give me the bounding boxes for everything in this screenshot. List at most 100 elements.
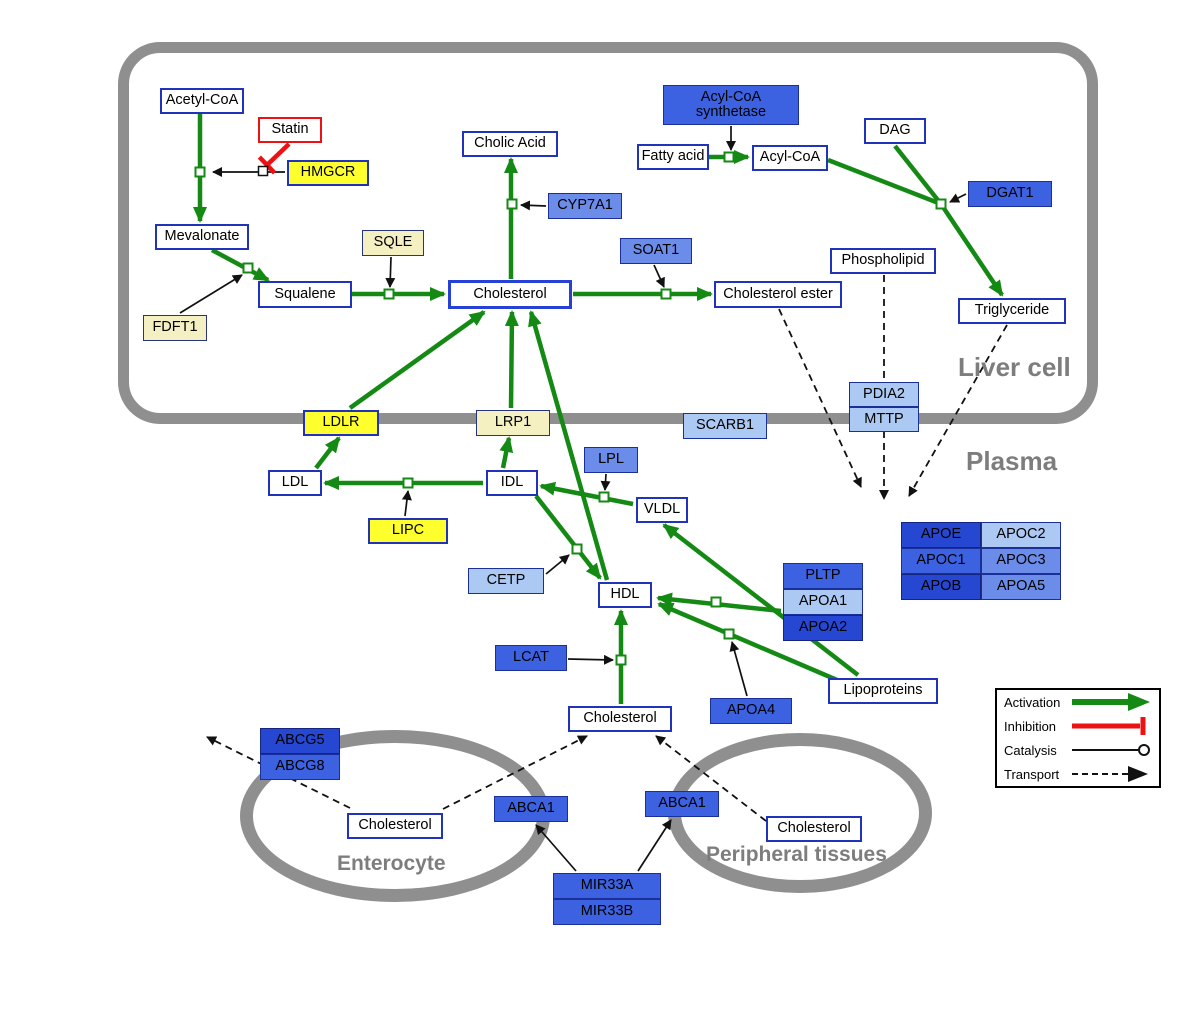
- node-mir33b[interactable]: MIR33B: [553, 899, 661, 925]
- catalysis-edge-34: [637, 819, 672, 872]
- node-apoa2[interactable]: APOA2: [783, 615, 863, 641]
- reaction-node-12: [723, 628, 735, 640]
- node-hmgcr[interactable]: HMGCR: [287, 160, 369, 186]
- node-sqle[interactable]: SQLE: [362, 230, 424, 256]
- catalysis-edge-32: [729, 641, 748, 697]
- legend-label-inhibition: Inhibition: [1004, 718, 1057, 734]
- enterocyte-label: Enterocyte: [337, 852, 446, 875]
- reaction-node-2: [383, 288, 395, 300]
- node-pltp[interactable]: PLTP: [783, 563, 863, 589]
- activation-edge-11: [528, 310, 610, 581]
- node-fatty-acid[interactable]: Fatty acid: [637, 144, 709, 170]
- activation-edge-6: [939, 202, 1004, 297]
- catalysis-edge-23: [385, 256, 396, 288]
- node-acyl-coa[interactable]: Acyl-CoA: [752, 145, 828, 171]
- node-scarb1[interactable]: SCARB1: [683, 413, 767, 439]
- catalysis-edge-24: [520, 200, 547, 211]
- peripheral-tissues-label: Peripheral tissues: [706, 843, 887, 866]
- node-ldlr[interactable]: LDLR: [303, 410, 379, 436]
- node-lcat[interactable]: LCAT: [495, 645, 567, 671]
- activation-edge-8: [348, 310, 486, 410]
- node-mttp[interactable]: MTTP: [849, 407, 919, 432]
- reaction-node-11: [710, 596, 722, 608]
- legend-row-catalysis: Catalysis: [997, 738, 1159, 762]
- catalysis-edge-22: [179, 274, 243, 314]
- node-acetyl-coa[interactable]: Acetyl-CoA: [160, 88, 244, 114]
- liver-cell-label: Liver cell: [958, 352, 1071, 382]
- node-hdl[interactable]: HDL: [598, 582, 652, 608]
- node-cholesterol-enterocyte[interactable]: Cholesterol: [347, 813, 443, 839]
- node-dag[interactable]: DAG: [864, 118, 926, 144]
- node-cholesterol-plasma[interactable]: Cholesterol: [568, 706, 672, 732]
- node-cholic-acid[interactable]: Cholic Acid: [462, 131, 558, 157]
- catalysis-edge-29: [600, 473, 611, 491]
- reaction-node-8: [598, 491, 610, 503]
- catalysis-edge-31: [567, 654, 614, 665]
- legend-label-catalysis: Catalysis: [1004, 742, 1057, 758]
- node-abcg5[interactable]: ABCG5: [260, 728, 340, 754]
- node-idl[interactable]: IDL: [486, 470, 538, 496]
- activation-edge-17: [662, 523, 860, 677]
- transport-edge-37: [908, 324, 1008, 497]
- legend-row-transport: Transport: [997, 762, 1159, 786]
- node-ldl[interactable]: LDL: [268, 470, 322, 496]
- reaction-node-6: [935, 198, 947, 210]
- node-pdia2[interactable]: PDIA2: [849, 382, 919, 407]
- node-squalene[interactable]: Squalene: [258, 281, 352, 308]
- node-fdft1[interactable]: FDFT1: [143, 315, 207, 341]
- transport-arrow-sample: [1070, 763, 1154, 785]
- node-apoe[interactable]: APOE: [901, 522, 981, 548]
- node-cholesterol-peripheral[interactable]: Cholesterol: [766, 816, 862, 842]
- node-apoc1[interactable]: APOC1: [901, 548, 981, 574]
- node-apoa4[interactable]: APOA4: [710, 698, 792, 724]
- catalysis-edge-27: [949, 193, 967, 203]
- node-cholesterol-ester[interactable]: Cholesterol ester: [714, 281, 842, 308]
- activation-edge-14: [534, 494, 602, 580]
- reaction-node-7: [402, 477, 414, 489]
- activation-edge-10: [504, 310, 519, 409]
- node-dgat1[interactable]: DGAT1: [968, 181, 1052, 207]
- node-cholesterol-liver[interactable]: Cholesterol: [448, 280, 572, 309]
- node-abca1-peripheral[interactable]: ABCA1: [645, 791, 719, 817]
- node-lipc[interactable]: LIPC: [368, 518, 448, 544]
- node-lrp1[interactable]: LRP1: [476, 410, 550, 436]
- node-phospholipid[interactable]: Phospholipid: [830, 248, 936, 274]
- catalysis-edge-28: [401, 490, 412, 517]
- catalysis-edge-30: [545, 554, 570, 575]
- node-cyp7a1[interactable]: CYP7A1: [548, 193, 622, 219]
- node-apoc2[interactable]: APOC2: [981, 522, 1061, 548]
- node-abca1-enterocyte[interactable]: ABCA1: [494, 796, 568, 822]
- node-cetp[interactable]: CETP: [468, 568, 544, 594]
- node-mir33a[interactable]: MIR33A: [553, 873, 661, 899]
- activation-arrow-sample: [1070, 691, 1154, 713]
- node-lpl[interactable]: LPL: [584, 447, 638, 473]
- node-apoa1[interactable]: APOA1: [783, 589, 863, 615]
- catalysis-edge-33: [535, 824, 577, 872]
- node-abcg8[interactable]: ABCG8: [260, 754, 340, 780]
- reaction-node-1: [242, 262, 254, 274]
- node-apoa5[interactable]: APOA5: [981, 574, 1061, 600]
- transport-edge-40: [206, 736, 351, 809]
- node-apoc3[interactable]: APOC3: [981, 548, 1061, 574]
- transport-edge-35: [778, 308, 862, 488]
- activation-edge-9: [499, 436, 514, 469]
- node-acyl-coa-synthetase[interactable]: Acyl-CoA synthetase: [663, 85, 799, 125]
- activation-edge-20: [893, 144, 943, 206]
- node-soat1[interactable]: SOAT1: [620, 238, 692, 264]
- catalysis-arrow-sample: [1070, 739, 1154, 761]
- activation-edge-19: [827, 157, 942, 207]
- activation-edge-1: [210, 248, 270, 282]
- reaction-node-4: [660, 288, 672, 300]
- node-apob[interactable]: APOB: [901, 574, 981, 600]
- legend-label-activation: Activation: [1004, 694, 1061, 710]
- node-triglyceride[interactable]: Triglyceride: [958, 298, 1066, 324]
- node-mevalonate[interactable]: Mevalonate: [155, 224, 249, 250]
- node-statin[interactable]: Statin: [258, 117, 322, 143]
- liver-cell-compartment: [118, 42, 1098, 424]
- reaction-node-9: [571, 543, 583, 555]
- reaction-node-0: [194, 166, 206, 178]
- node-lipoproteins[interactable]: Lipoproteins: [828, 678, 938, 704]
- node-vldl[interactable]: VLDL: [636, 497, 688, 523]
